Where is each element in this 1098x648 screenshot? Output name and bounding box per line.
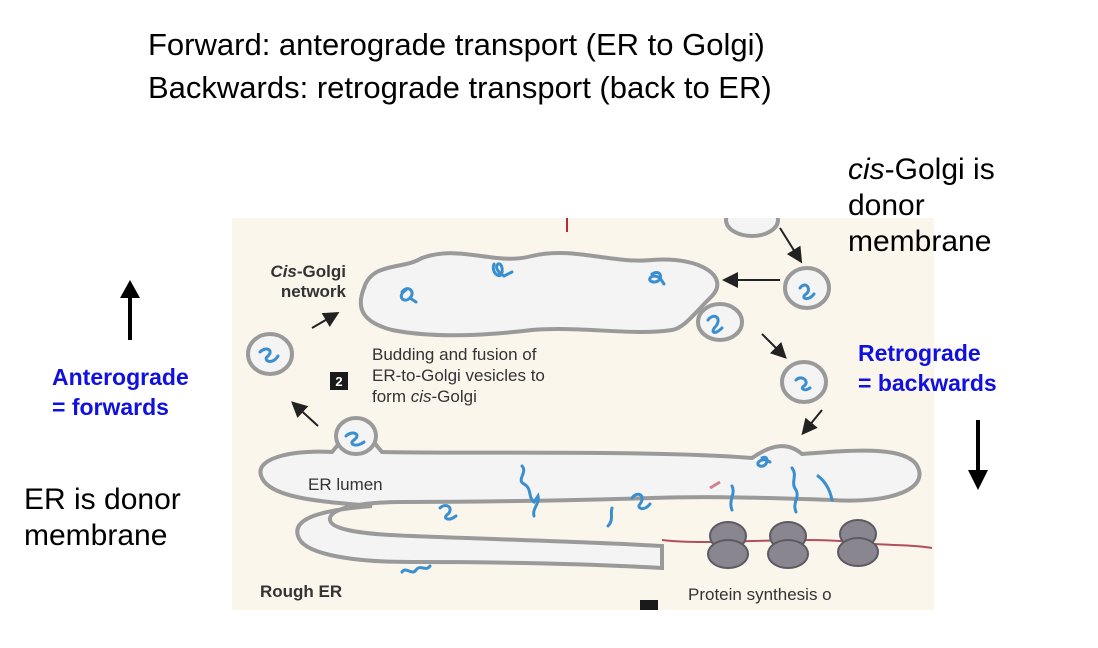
flow-arrows [291,227,823,436]
next-step-marker [640,600,658,610]
step-2-description: Budding and fusion of ER-to-Golgi vesicl… [372,345,545,406]
step-2-badge: 2 [330,372,348,390]
header-line-2: Backwards: retrograde transport (back to… [148,70,772,105]
up-arrow-icon [120,280,140,340]
down-arrow-icon [968,420,988,490]
cargo-proteins [258,262,834,574]
cis-golgi-network-label: Cis-Golgi network [270,262,346,301]
top-vesicle [724,218,780,238]
retrograde-vesicle-2 [780,360,828,404]
protein-synthesis-label: Protein synthesis o [688,585,832,604]
golgi-vesicle [696,302,744,342]
header-line-1: Forward: anterograde transport (ER to Go… [148,27,765,62]
er-donor-callout: ER is donor membrane [24,483,181,552]
cis-golgi-donor-callout: cis-Golgi is donor membrane [848,153,995,258]
golgi-figure: Cis-Golgi network 2 Budding and fusion o… [232,218,934,610]
er-lumen-label: ER lumen [308,475,383,494]
rough-er-label: Rough ER [260,582,343,601]
golgi-figure-drawing [246,218,933,610]
ribosomes [707,519,879,569]
mrna-strand [661,539,933,549]
cis-golgi-membrane [358,250,720,338]
anterograde-callout: Anterograde = forwards [52,364,189,420]
retrograde-callout: Retrograde = backwards [858,340,997,396]
nascent-chain [709,480,721,490]
